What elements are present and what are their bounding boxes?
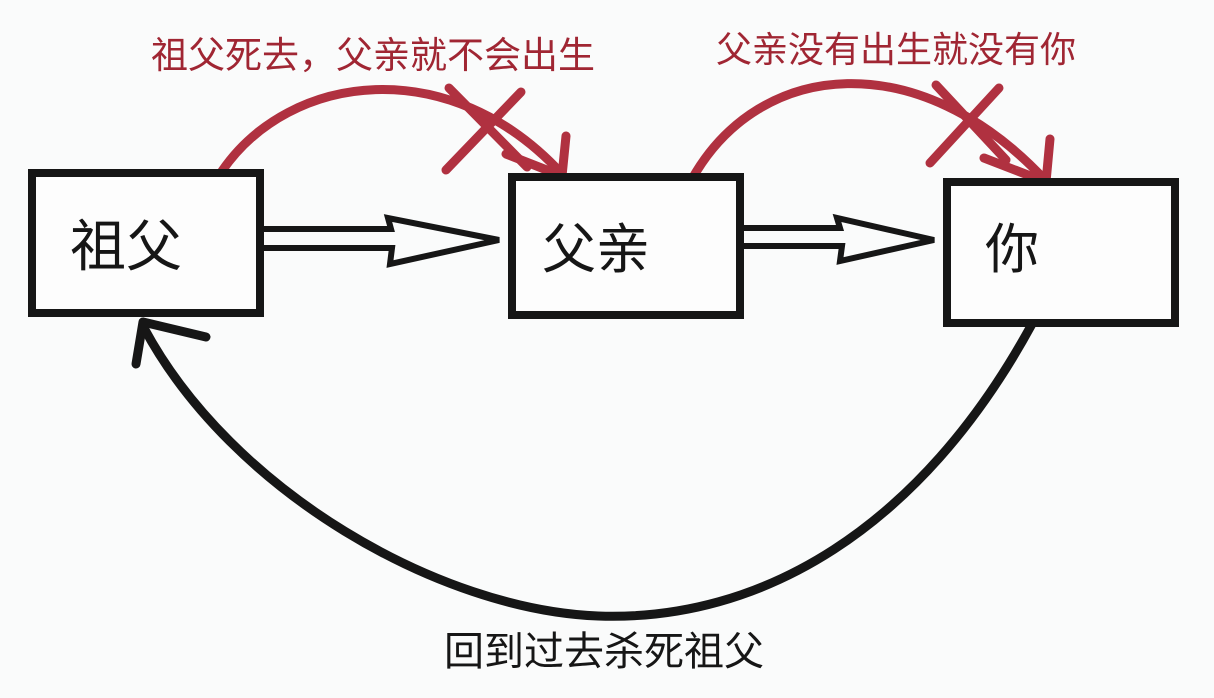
father-box bbox=[508, 173, 744, 319]
you-box bbox=[943, 178, 1179, 327]
red-arc-father-to-you bbox=[687, 79, 1051, 186]
time-travel-arrowhead-icon bbox=[131, 317, 211, 369]
annotation-time-travel-action: 回到过去杀死祖父 bbox=[444, 629, 764, 675]
cross-mark-1-icon bbox=[441, 83, 532, 175]
arrow-father-to-you-icon bbox=[741, 213, 935, 265]
cross-mark-2-icon bbox=[925, 80, 1011, 168]
red-arc-grandfather-to-father bbox=[217, 85, 567, 179]
annotation-grandfather-dies: 祖父死去，父亲就不会出生 bbox=[151, 34, 595, 77]
you-label: 你 bbox=[985, 218, 1039, 281]
grandfather-box bbox=[28, 169, 264, 317]
time-travel-arrow bbox=[139, 319, 1037, 621]
arrow-grandfather-to-father-icon bbox=[262, 214, 500, 268]
grandfather-label: 祖父 bbox=[70, 215, 182, 280]
annotation-father-not-born: 父亲没有出生就没有你 bbox=[716, 30, 1076, 71]
father-label: 父亲 bbox=[542, 218, 650, 281]
